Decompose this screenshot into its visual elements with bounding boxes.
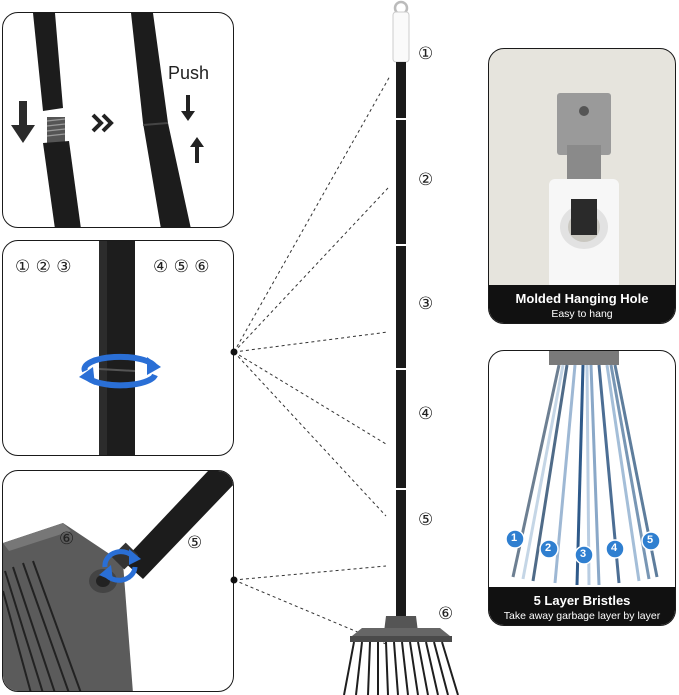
push-arrow-down-icon (181, 95, 195, 121)
push-assembly-illustration (33, 13, 191, 227)
twist-assembly-panel: ① ② ③ ④ ⑤ ⑥ (2, 240, 234, 456)
segment-label-4: ④ (418, 404, 434, 424)
hanging-hole-panel: Molded Hanging Hole Easy to hang (488, 48, 676, 324)
layer-badge-1: 1 (511, 532, 518, 544)
segment-numbers-left: ① ② ③ (15, 257, 72, 277)
hanging-subtitle: Easy to hang (551, 308, 613, 320)
rotate-arrow-icon (79, 353, 161, 389)
bristles-panel: 1 2 3 4 5 5 Layer Bristles Take away gar… (488, 350, 676, 626)
layer-badges (505, 529, 661, 565)
bristles-subtitle: Take away garbage layer by layer (503, 610, 661, 622)
double-chevron-icon (91, 113, 114, 133)
layer-badge-5: 5 (647, 534, 654, 546)
hook-illustration (549, 93, 619, 289)
head-segment-number-5: ⑤ (187, 533, 203, 553)
head-attach-illustration (3, 471, 233, 691)
hanging-title: Molded Hanging Hole (515, 291, 649, 306)
push-label: Push (168, 63, 210, 83)
hanging-caption: Molded Hanging Hole Easy to hang (489, 285, 675, 323)
head-assembly-panel: ⑥ ⑤ (2, 470, 234, 692)
rotate-arrow-head-icon (99, 549, 141, 583)
layer-badge-4: 4 (611, 542, 618, 554)
bristles-title: 5 Layer Bristles (533, 593, 631, 608)
twist-pole-illustration (98, 241, 136, 455)
push-assembly-panel: Push (2, 12, 234, 228)
segment-label-6: ⑥ (438, 604, 454, 624)
layer-badge-2: 2 (545, 542, 552, 554)
segment-label-1: ① (418, 44, 434, 64)
segment-label-2: ② (418, 170, 434, 190)
push-down-arrow-icon (11, 101, 35, 143)
head-segment-number-6: ⑥ (59, 529, 75, 549)
segment-label-3: ③ (418, 294, 434, 314)
layer-badge-3: 3 (580, 548, 587, 560)
segment-numbers-right: ④ ⑤ ⑥ (153, 257, 210, 277)
bristles-caption: 5 Layer Bristles Take away garbage layer… (489, 587, 675, 625)
push-arrow-up-icon (190, 137, 204, 163)
segment-label-5: ⑤ (418, 510, 434, 530)
